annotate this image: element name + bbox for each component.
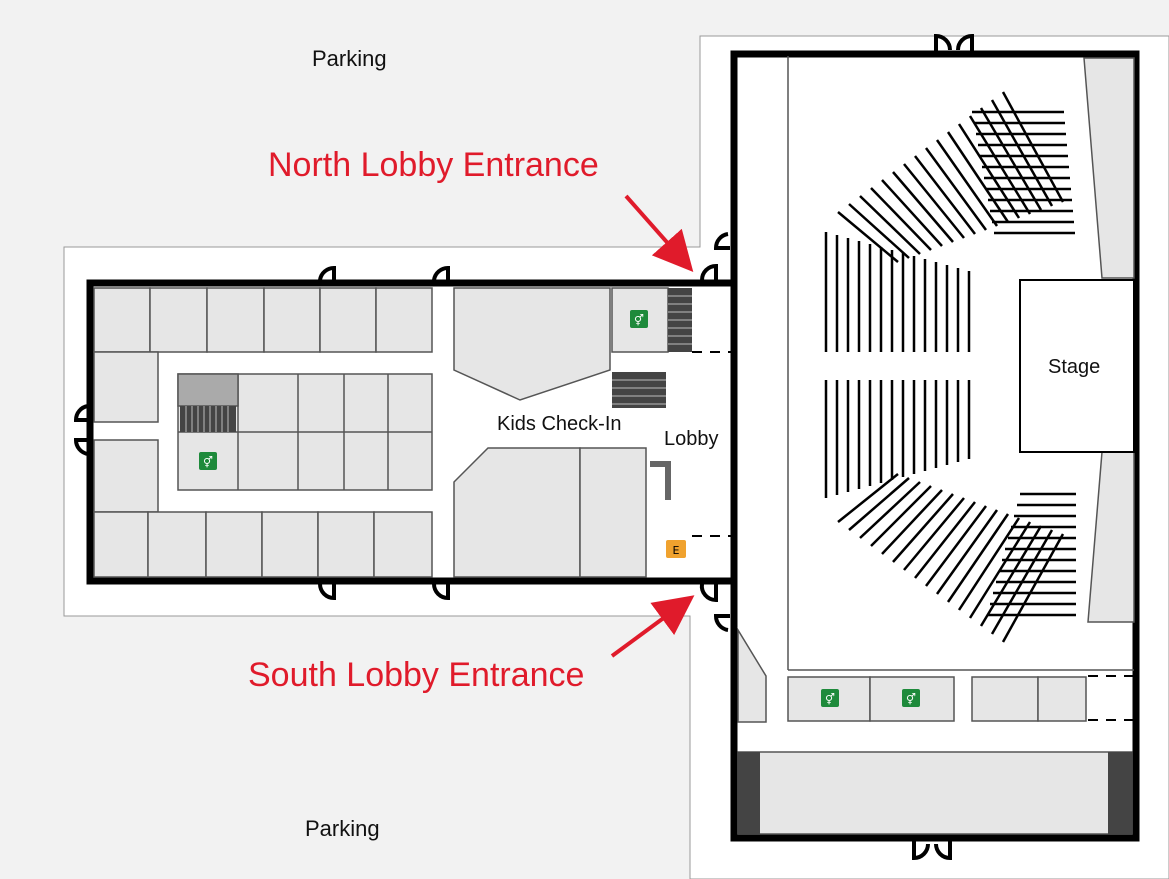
door-swing xyxy=(912,840,930,861)
door-swing xyxy=(318,265,336,283)
seat-row xyxy=(935,139,999,227)
seat-row xyxy=(979,107,1043,211)
seat-row xyxy=(914,501,976,579)
seat-row xyxy=(859,195,921,255)
seat-row xyxy=(903,163,965,239)
stage-label: Stage xyxy=(1048,356,1101,378)
sanctuary-openings xyxy=(1088,675,1134,721)
south-classrooms xyxy=(93,511,433,578)
seat-row xyxy=(957,123,1021,219)
door-swing xyxy=(699,581,718,603)
doors xyxy=(73,33,974,861)
stage xyxy=(1019,279,1135,453)
north-classrooms xyxy=(93,287,433,353)
seat-row xyxy=(848,203,910,259)
seat-row xyxy=(837,211,899,263)
seat-row xyxy=(925,505,987,587)
south-callout-arrow xyxy=(610,595,695,658)
seat-row xyxy=(892,171,954,243)
foyer-room xyxy=(737,751,1133,835)
door-swing xyxy=(700,263,718,283)
svg-text:⚥: ⚥ xyxy=(203,456,213,469)
door-swing xyxy=(956,33,974,54)
svg-text:⚥: ⚥ xyxy=(825,693,835,706)
door-swing xyxy=(432,581,450,601)
stairs xyxy=(738,752,760,834)
door-swing xyxy=(713,232,730,250)
north-callout-arrow xyxy=(624,194,694,272)
stairs-lines xyxy=(185,406,229,432)
svg-text:⚥: ⚥ xyxy=(634,314,644,327)
stairs xyxy=(1108,752,1132,834)
kids-checkin-label: Kids Check-In xyxy=(497,413,622,435)
door-swing xyxy=(73,404,90,422)
seat-row xyxy=(870,187,932,251)
door-swing xyxy=(318,581,336,601)
restroom-icon: ⚥ xyxy=(630,310,648,328)
seat-row xyxy=(935,509,999,595)
seat-row xyxy=(1001,91,1065,203)
door-swing xyxy=(432,265,450,283)
door-swing xyxy=(73,438,90,456)
seat-row xyxy=(892,493,954,563)
door-swing xyxy=(713,614,730,632)
kids-rooms xyxy=(453,287,669,578)
sanctuary-restroom-icons: ⚥ ⚥ xyxy=(821,689,920,707)
seating-rows xyxy=(824,91,1076,643)
seat-row xyxy=(946,131,1010,223)
north-entrance-label: North Lobby Entrance xyxy=(268,146,599,184)
seat-row xyxy=(903,497,965,571)
restroom-icon: ⚥ xyxy=(821,689,839,707)
seat-row xyxy=(1001,533,1065,643)
south-entrance-label: South Lobby Entrance xyxy=(248,656,585,694)
seat-row xyxy=(914,155,976,235)
seat-row xyxy=(837,473,899,523)
seat-row xyxy=(859,481,921,539)
elevator-label: E xyxy=(673,544,680,557)
seat-row xyxy=(881,179,943,247)
sanctuary-restrooms xyxy=(737,627,1087,723)
seat-row xyxy=(870,485,932,547)
seat-row xyxy=(946,513,1010,603)
lobby-label: Lobby xyxy=(664,428,719,450)
west-rooms xyxy=(93,351,159,513)
parking-north-label: Parking xyxy=(312,46,387,71)
svg-text:⚥: ⚥ xyxy=(906,693,916,706)
counter xyxy=(650,461,671,500)
seat-row xyxy=(848,477,910,531)
restroom-icon: ⚥ xyxy=(199,452,217,470)
stairs xyxy=(180,406,236,432)
seat-row xyxy=(924,147,988,231)
seat-row xyxy=(968,115,1032,215)
seat-row xyxy=(990,99,1054,207)
restroom-icon: ⚥ xyxy=(902,689,920,707)
seat-row xyxy=(957,517,1021,611)
lobby-stairs-lines xyxy=(612,295,692,405)
seat-row xyxy=(979,525,1043,627)
seat-row xyxy=(881,489,943,555)
parking-south-label: Parking xyxy=(305,816,380,841)
elevator-icon: E xyxy=(666,540,686,558)
door-swing xyxy=(934,840,952,861)
door-swing xyxy=(934,33,952,54)
lobby-openings xyxy=(692,351,736,537)
